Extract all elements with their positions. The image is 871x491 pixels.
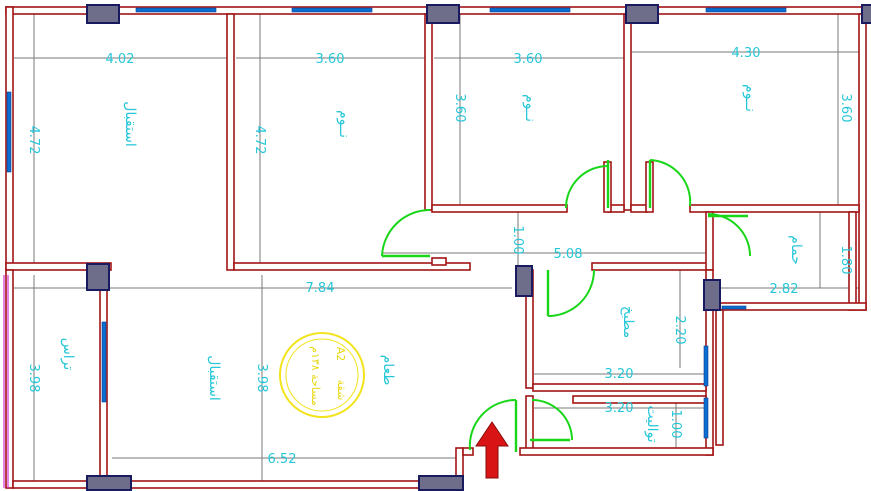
stamp-line-2: A2	[334, 347, 347, 362]
dimension-lines	[14, 14, 866, 484]
dim-bath-width: 2.82	[770, 282, 799, 297]
dim-corridor-width: 5.08	[554, 247, 583, 262]
room-label-room3: نــوم	[522, 94, 538, 122]
dim-room4-width: 4.30	[732, 46, 761, 61]
dim-corridor-height: 1.00	[510, 226, 525, 255]
doors	[381, 159, 751, 452]
room-label-top-left: استقبال	[122, 101, 138, 147]
dim-reception-height: 3.98	[254, 364, 269, 393]
stamp-line-3: مساحة ١٣٨م	[309, 346, 322, 406]
room-label-dining: طعام	[380, 355, 396, 386]
room-label-wc: تواليت	[644, 405, 660, 442]
terrace-railing	[3, 275, 9, 488]
dim-room2-height: 4.72	[252, 126, 267, 155]
apartment-stamp: شقة A2 مساحة ١٣٨م	[279, 332, 365, 418]
dim-room3-width: 3.60	[514, 52, 543, 67]
dim-kitchen-height: 2.20	[672, 316, 687, 345]
dim-reception-bottom-width: 6.52	[268, 452, 297, 467]
entry-arrow-icon	[475, 421, 509, 479]
dim-kitchen-width: 3.20	[605, 367, 634, 382]
columns	[86, 4, 871, 491]
windows	[6, 7, 787, 439]
dimension-labels: 4.02 3.60 3.60 4.30 4.72 4.72 3.60 3.60 …	[26, 46, 853, 467]
dim-top-left-width: 4.02	[106, 52, 135, 67]
walls	[5, 6, 867, 489]
room-label-bath: حمام	[788, 235, 804, 265]
room-label-room4: نــوم	[742, 84, 758, 112]
dim-reception-width: 7.84	[306, 281, 335, 296]
dim-wc-height: 1.00	[668, 410, 683, 439]
dim-room2-width: 3.60	[316, 52, 345, 67]
dim-terrace-height: 3.98	[26, 364, 41, 393]
room-labels: استقبال نــوم نــوم نــوم حمام استقبال ط…	[60, 84, 804, 443]
dim-room4-height: 3.60	[838, 94, 853, 123]
dim-room3-height: 3.60	[452, 94, 467, 123]
room-label-kitchen: مطبخ	[620, 306, 636, 338]
room-label-reception: استقبال	[206, 355, 222, 401]
room-label-terrace: تراس	[60, 338, 76, 371]
dim-bath-height: 1.80	[838, 246, 853, 275]
room-label-room2: نــوم	[336, 110, 352, 138]
dim-wc-width: 3.20	[605, 401, 634, 416]
dim-left-room-height: 4.72	[26, 126, 41, 155]
stamp-line-1: شقة	[335, 380, 348, 401]
